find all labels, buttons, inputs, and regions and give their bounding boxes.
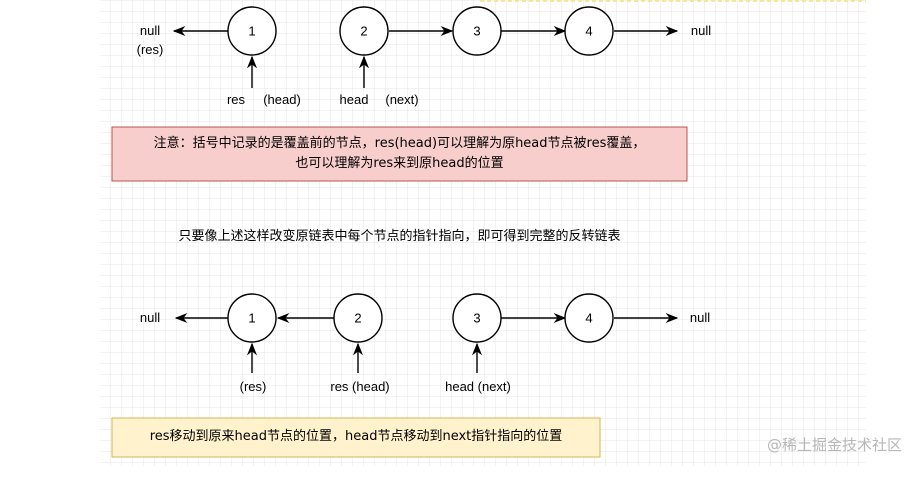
watermark: @稀土掘金技术社区	[766, 436, 902, 454]
top-pointer-head: head	[340, 92, 369, 107]
top-node-2-label: 2	[360, 24, 367, 39]
top-node-4	[564, 6, 614, 56]
bottom-pointer-res: (res)	[240, 379, 267, 394]
bottom-node-3	[452, 293, 502, 343]
bottom-node-1-label: 1	[248, 311, 255, 326]
bottom-node-2-label: 2	[354, 311, 361, 326]
grid-background	[100, 0, 866, 466]
bottom-node-2	[333, 293, 383, 343]
top-left-null-sub: (res)	[137, 42, 164, 57]
bottom-node-4-label: 4	[585, 311, 592, 326]
top-pointer-res-head: (head)	[263, 92, 301, 107]
middle-caption: 只要像上述这样改变原链表中每个节点的指针指向，即可得到完整的反转链表	[178, 229, 621, 244]
top-list: 1 2 3 4 null (res) null res (head) head …	[137, 6, 711, 107]
top-node-1-label: 1	[248, 24, 255, 39]
top-node-3-label: 3	[473, 24, 480, 39]
bottom-box-text: res移动到原来head节点的位置，head节点移动到next指针指向的位置	[149, 429, 563, 444]
bottom-left-null: null	[140, 310, 160, 325]
bottom-pointer-head-next: head (next)	[445, 379, 511, 394]
bottom-list: 1 2 3 4 null null (res) res (head) head …	[140, 293, 710, 394]
top-pointer-res: res	[227, 92, 246, 107]
top-node-1	[227, 6, 277, 56]
top-right-null: null	[691, 23, 711, 38]
note-line-2: 也可以理解为res来到原head的位置	[295, 156, 504, 171]
bottom-node-1	[227, 293, 277, 343]
top-pointer-head-next: (next)	[385, 92, 418, 107]
bottom-node-3-label: 3	[473, 311, 480, 326]
top-node-4-label: 4	[585, 24, 592, 39]
note-box	[111, 126, 688, 182]
bottom-node-4	[564, 293, 614, 343]
bottom-right-null: null	[690, 310, 710, 325]
top-node-2	[339, 6, 389, 56]
note-line-1: 注意：括号中记录的是覆盖前的节点，res(head)可以理解为原head节点被r…	[153, 136, 646, 151]
bottom-pointer-res-head: res (head)	[330, 379, 389, 394]
top-node-3	[452, 6, 502, 56]
top-left-null: null	[140, 23, 160, 38]
bottom-box	[111, 417, 601, 458]
